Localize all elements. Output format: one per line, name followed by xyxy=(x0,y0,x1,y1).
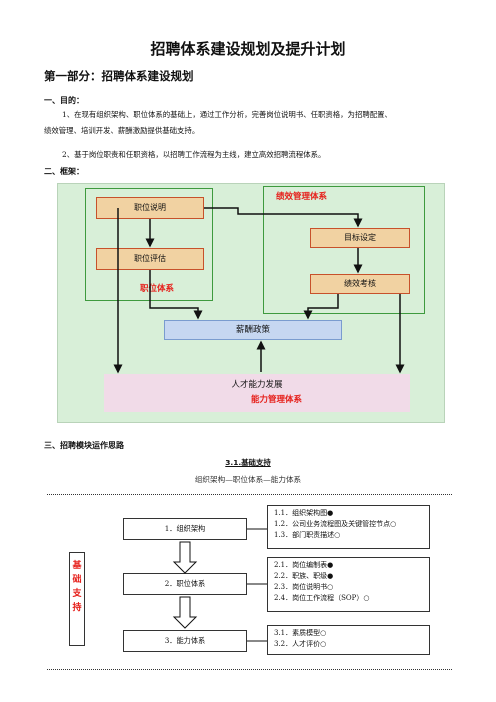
talent-dev-label: 人才能力发展 xyxy=(231,380,283,390)
salary-policy-box: 薪酬政策 xyxy=(164,320,342,340)
dotted-divider-top xyxy=(47,494,452,495)
job-system-label: 职位体系 xyxy=(140,284,175,294)
perf-system-label: 绩效管理体系 xyxy=(276,192,328,202)
purpose-para-2: 2、基于岗位职责和任职资格，以招聘工作流程为主线，建立高效招聘流程体系。 xyxy=(62,150,326,159)
ability-system-label: 能力管理体系 xyxy=(250,395,302,405)
part1-heading: 第一部分：招聘体系建设规划 xyxy=(44,69,194,83)
step-org-structure: 1．组织架构 xyxy=(123,518,247,540)
doc-title: 招聘体系建设规划及提升计划 xyxy=(150,40,346,58)
list-org-structure: 1.1．组织架构图● 1.2．公司业务流程图及关键管控节点○ 1.3．部门职责描… xyxy=(267,505,430,549)
section-purpose-heading: 一、目的： xyxy=(44,96,84,105)
basic-support-side-label: 基 础 支 持 xyxy=(69,552,85,646)
support-caption: 组织架构—职位体系—能力体系 xyxy=(194,475,302,484)
list-ability-system: 3.1．素质模型○ 3.2．人才评价○ xyxy=(267,625,430,655)
section-recruit-heading: 三、招聘模块运作思路 xyxy=(44,441,124,450)
step-flow-arrows xyxy=(172,541,198,629)
purpose-para-1b: 绩效管理、培训开发、薪酬激励提供基础支持。 xyxy=(44,126,200,135)
framework-diagram: 职位说明 职位评估 职位体系 绩效管理体系 目标设定 绩效考核 薪酬政策 人才能… xyxy=(57,183,445,423)
list-job-system: 2.1．岗位编制表● 2.2．职族、职级● 2.3．岗位说明书○ 2.4．岗位工… xyxy=(267,557,430,612)
purpose-para-1a: 1、在现有组织架构、职位体系的基础上，通过工作分析，完善岗位说明书、任职资格，为… xyxy=(62,110,392,119)
step-connectors xyxy=(247,528,267,642)
dotted-divider-bottom xyxy=(47,669,452,670)
framework-arrows xyxy=(113,207,405,374)
section-framework-heading: 二、框架： xyxy=(44,167,84,176)
ability-system-box: 人才能力发展 能力管理体系 xyxy=(104,374,410,412)
job-desc-box: 职位说明 xyxy=(96,197,204,219)
subsection-basic-support: 3.1.基础支持 xyxy=(225,458,271,467)
step-ability-system: 3．能力体系 xyxy=(123,630,247,652)
perf-review-box: 绩效考核 xyxy=(310,274,410,294)
goal-setting-box: 目标设定 xyxy=(310,228,410,248)
job-eval-box: 职位评估 xyxy=(96,248,204,270)
